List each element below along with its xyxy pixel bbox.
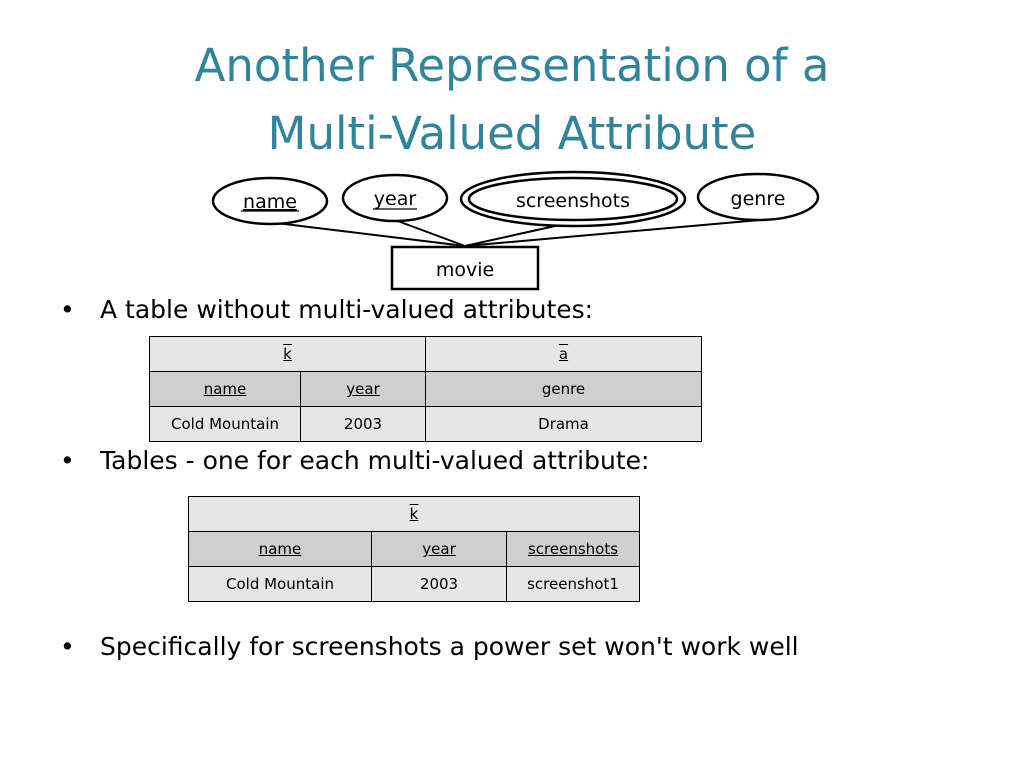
table1-cell-genre: Drama	[425, 406, 702, 442]
table2-key-header: k	[188, 496, 640, 532]
table2-cell-name: Cold Mountain	[188, 566, 372, 602]
bullet-3: • Specifically for screenshots a power se…	[60, 632, 799, 661]
table1-header-row: k a	[149, 336, 702, 372]
attribute-screenshots: screenshots	[459, 170, 687, 228]
table2-cell-year: 2003	[371, 566, 507, 602]
title-line-2: Multi-Valued Attribute	[267, 107, 757, 160]
table1-cell-name: Cold Mountain	[149, 406, 301, 442]
attribute-genre-label: genre	[731, 188, 786, 210]
bullet-dot: •	[60, 295, 75, 324]
entity-movie: movie	[390, 245, 540, 291]
table1-cell-year: 2003	[300, 406, 426, 442]
connector-year	[394, 219, 466, 247]
connector-name	[267, 221, 466, 247]
table-screenshots: k name year screenshots Cold Mountain 20…	[188, 496, 640, 602]
entity-movie-label: movie	[436, 259, 494, 281]
table2-header-row: k	[188, 496, 640, 532]
bullet-1: • A table without multi-valued attributes…	[60, 295, 593, 324]
bullet-1-text: A table without multi-valued attributes:	[100, 295, 594, 324]
connector-genre	[464, 219, 761, 247]
table1-key-header: k	[149, 336, 426, 372]
table2-col-year: year	[371, 531, 507, 567]
table-without-multivalued: k a name year genre Cold Mountain 2003 D…	[149, 336, 702, 442]
table1-columns-row: name year genre	[149, 371, 702, 407]
attribute-genre: genre	[696, 172, 820, 222]
bullet-dot: •	[60, 446, 75, 475]
table2-col-name: name	[188, 531, 372, 567]
table-row: Cold Mountain 2003 Drama	[149, 406, 702, 442]
slide-title: Another Representation of a Multi-Valued…	[0, 32, 1024, 168]
table1-col-year: year	[300, 371, 426, 407]
attribute-year: year	[341, 173, 449, 223]
bullet-2-text: Tables - one for each multi-valued attri…	[100, 446, 650, 475]
table2-columns-row: name year screenshots	[188, 531, 640, 567]
table1-attr-header: a	[425, 336, 702, 372]
bullet-2: • Tables - one for each multi-valued attr…	[60, 446, 649, 475]
attribute-screenshots-label: screenshots	[516, 190, 630, 212]
table1-col-genre: genre	[425, 371, 702, 407]
table2-col-screenshots: screenshots	[506, 531, 640, 567]
bullet-dot: •	[60, 632, 75, 661]
attribute-year-label: year	[374, 188, 417, 210]
table1-col-name: name	[149, 371, 301, 407]
attribute-name-label: name	[243, 191, 297, 213]
er-diagram: name year screenshots genre movie	[211, 170, 820, 291]
table-row: Cold Mountain 2003 screenshot1	[188, 566, 640, 602]
attribute-name: name	[211, 176, 329, 226]
bullet-3-text: Specifically for screenshots a power set…	[100, 632, 799, 661]
title-line-1: Another Representation of a	[194, 39, 830, 92]
table2-cell-screenshots: screenshot1	[506, 566, 640, 602]
